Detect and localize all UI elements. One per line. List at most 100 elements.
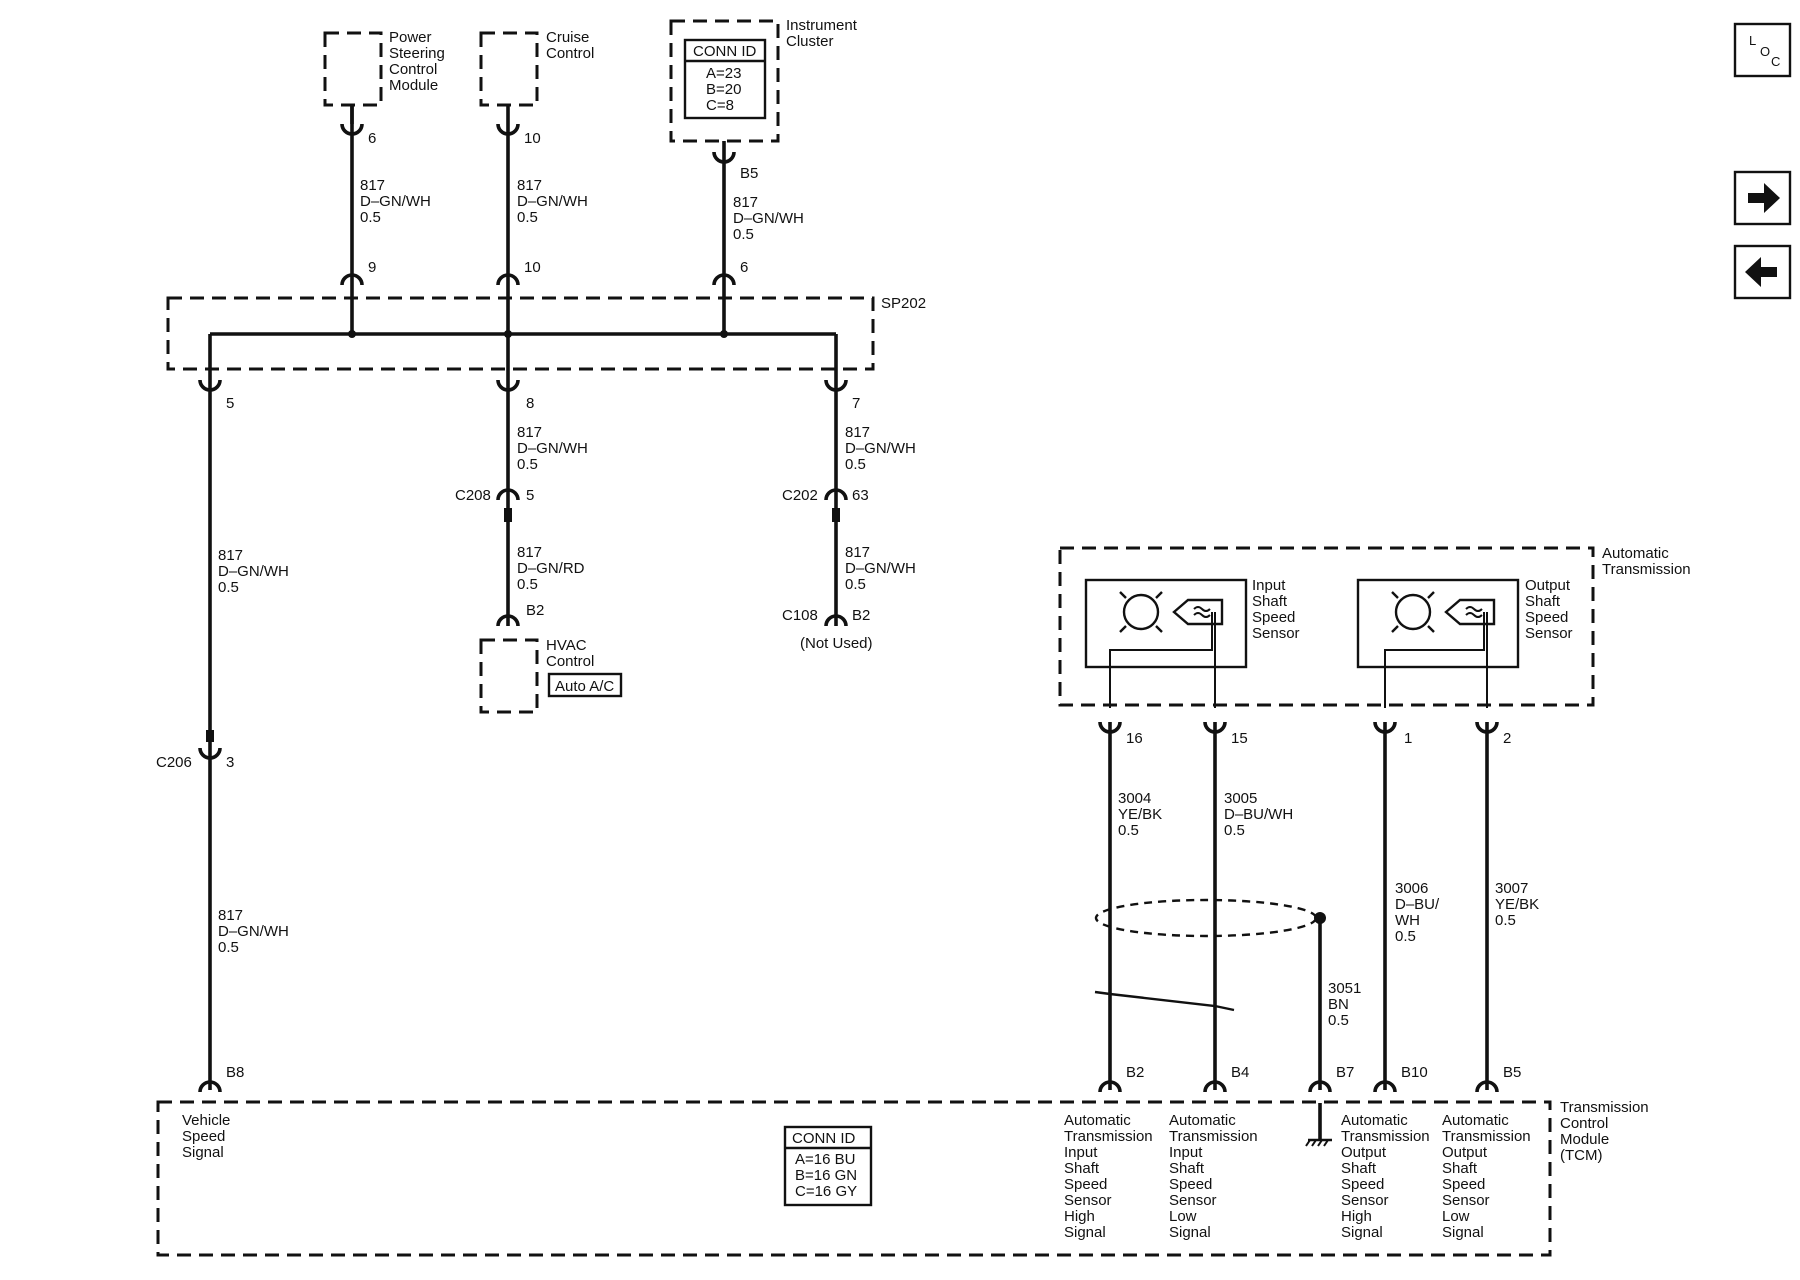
loc-button[interactable]: L O C <box>1733 22 1792 78</box>
automatic-transmission-label: Automatic Transmission <box>1602 545 1691 578</box>
svg-text:Output: Output <box>1525 577 1571 594</box>
svg-text:0.5: 0.5 <box>517 209 538 226</box>
ic-conn-id-box: CONN ID A=23 B=20 C=8 <box>683 38 767 120</box>
svg-text:Output: Output <box>1341 1144 1387 1161</box>
svg-text:Automatic: Automatic <box>1442 1112 1509 1129</box>
pin-label: 5 <box>526 487 534 504</box>
svg-text:Sensor: Sensor <box>1341 1192 1389 1209</box>
svg-text:0.5: 0.5 <box>1328 1012 1349 1029</box>
signal-iss-low: Automatic Transmission Input Shaft Speed… <box>1169 1112 1258 1241</box>
svg-text:Control: Control <box>1560 1115 1608 1132</box>
svg-text:817: 817 <box>360 177 385 194</box>
svg-text:Automatic: Automatic <box>1602 545 1669 562</box>
svg-text:Sensor: Sensor <box>1252 625 1300 642</box>
svg-text:817: 817 <box>517 424 542 441</box>
pin-label: 1 <box>1404 730 1412 747</box>
svg-text:0.5: 0.5 <box>218 939 239 956</box>
svg-text:D–GN/WH: D–GN/WH <box>845 440 916 457</box>
wire-instrument-cluster: B5 6 817 D–GN/WH 0.5 <box>712 141 804 335</box>
svg-text:YE/BK: YE/BK <box>1495 896 1539 913</box>
svg-text:Module: Module <box>389 77 438 94</box>
ground-icon <box>1305 1138 1332 1147</box>
svg-text:Module: Module <box>1560 1131 1609 1148</box>
svg-text:C=16 GY: C=16 GY <box>795 1183 857 1200</box>
pin-label: 5 <box>226 395 234 412</box>
svg-text:Speed: Speed <box>1169 1176 1212 1193</box>
input-shaft-speed-sensor: Input Shaft Speed Sensor <box>1084 577 1300 708</box>
arrow-right-icon <box>1748 183 1780 213</box>
connector-label: C208 <box>455 487 491 504</box>
svg-text:0.5: 0.5 <box>1118 822 1139 839</box>
prev-page-button[interactable] <box>1733 244 1792 300</box>
pin-label: 6 <box>740 259 748 276</box>
wire-not-used: 7 817 D–GN/WH 0.5 C202 63 817 D–GN/WH 0.… <box>782 379 916 652</box>
instrument-cluster-box <box>669 19 780 143</box>
svg-text:WH: WH <box>1395 912 1420 929</box>
connector-label: C108 <box>782 607 818 624</box>
svg-text:Output: Output <box>1442 1144 1488 1161</box>
pin-label: 6 <box>368 130 376 147</box>
svg-text:Steering: Steering <box>389 45 445 62</box>
svg-text:Cluster: Cluster <box>786 33 834 50</box>
signal-vehicle-speed: Vehicle Speed Signal <box>182 1112 230 1161</box>
svg-text:Shaft: Shaft <box>1341 1160 1377 1177</box>
signal-oss-low: Automatic Transmission Output Shaft Spee… <box>1442 1112 1531 1241</box>
sensor-gear-icon <box>1394 593 1432 631</box>
svg-text:D–BU/WH: D–BU/WH <box>1224 806 1293 823</box>
svg-text:Speed: Speed <box>1442 1176 1485 1193</box>
wire-3007: 2 3007 YE/BK 0.5 B5 <box>1475 721 1539 1093</box>
tcm-conn-id-box: CONN ID A=16 BU B=16 GN C=16 GY <box>783 1125 873 1207</box>
svg-text:D–GN/WH: D–GN/WH <box>218 923 289 940</box>
hvac-label: HVAC Control <box>546 637 594 670</box>
svg-text:Transmission: Transmission <box>1064 1128 1153 1145</box>
svg-text:Transmission: Transmission <box>1341 1128 1430 1145</box>
svg-text:3007: 3007 <box>1495 880 1528 897</box>
svg-text:Speed: Speed <box>1341 1176 1384 1193</box>
svg-text:B=16 GN: B=16 GN <box>795 1167 857 1184</box>
svg-text:0.5: 0.5 <box>733 226 754 243</box>
signal-oss-high: Automatic Transmission Output Shaft Spee… <box>1341 1112 1430 1241</box>
twisted-pair-symbol <box>1094 990 1235 1012</box>
svg-text:Cruise: Cruise <box>546 29 589 46</box>
svg-text:Input: Input <box>1252 577 1286 594</box>
svg-text:Transmission: Transmission <box>1169 1128 1258 1145</box>
svg-text:Sensor: Sensor <box>1169 1192 1217 1209</box>
svg-text:Shaft: Shaft <box>1525 593 1561 610</box>
next-page-button[interactable] <box>1733 170 1792 226</box>
svg-text:D–GN/WH: D–GN/WH <box>845 560 916 577</box>
hvac-option-box: Auto A/C <box>547 672 623 698</box>
pin-label: B2 <box>526 602 544 619</box>
svg-text:Input: Input <box>1169 1144 1203 1161</box>
svg-text:817: 817 <box>517 544 542 561</box>
svg-text:Shaft: Shaft <box>1169 1160 1205 1177</box>
pin-label: B7 <box>1336 1064 1354 1081</box>
shield-drain-wire: 3051 BN 0.5 B7 <box>1094 898 1361 1140</box>
svg-text:0.5: 0.5 <box>845 576 866 593</box>
cruise-label: Cruise Control <box>546 29 594 62</box>
connector-label: C202 <box>782 487 818 504</box>
svg-text:3005: 3005 <box>1224 790 1257 807</box>
pin-label: B10 <box>1401 1064 1428 1081</box>
svg-text:817: 817 <box>845 424 870 441</box>
splice-bus <box>208 330 838 380</box>
pin-label: 8 <box>526 395 534 412</box>
tcm-label: Transmission Control Module (TCM) <box>1560 1099 1649 1164</box>
svg-text:Automatic: Automatic <box>1169 1112 1236 1129</box>
svg-text:Signal: Signal <box>182 1144 224 1161</box>
svg-text:B=20: B=20 <box>706 81 741 98</box>
svg-text:Signal: Signal <box>1064 1224 1106 1241</box>
svg-text:D–BU/: D–BU/ <box>1395 896 1440 913</box>
pin-label: B4 <box>1231 1064 1249 1081</box>
svg-text:CONN ID: CONN ID <box>693 43 757 60</box>
svg-text:C=8: C=8 <box>706 97 734 114</box>
svg-text:817: 817 <box>218 907 243 924</box>
pin-label: 2 <box>1503 730 1511 747</box>
connector-label: C206 <box>156 754 192 771</box>
svg-text:Signal: Signal <box>1341 1224 1383 1241</box>
arrow-left-icon <box>1745 257 1777 287</box>
svg-text:Signal: Signal <box>1169 1224 1211 1241</box>
svg-text:Transmission: Transmission <box>1560 1099 1649 1116</box>
svg-text:Speed: Speed <box>182 1128 225 1145</box>
svg-text:Speed: Speed <box>1252 609 1295 626</box>
output-shaft-speed-sensor: Output Shaft Speed Sensor <box>1356 577 1573 708</box>
